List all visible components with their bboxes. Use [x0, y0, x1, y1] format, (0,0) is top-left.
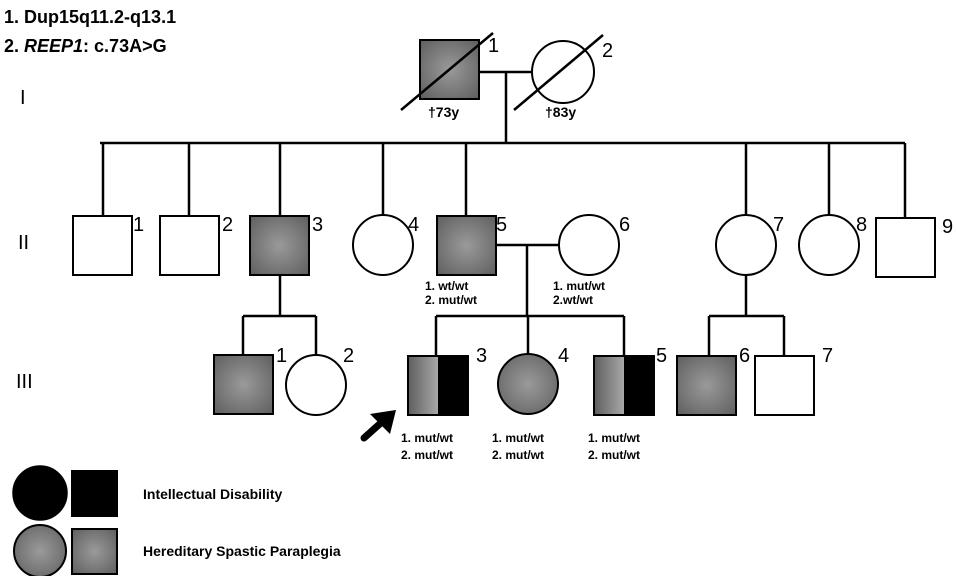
svg-text:2.wt/wt: 2.wt/wt [553, 293, 593, 307]
svg-text:2. mut/wt: 2. mut/wt [425, 293, 477, 307]
svg-text:2. mut/wt: 2. mut/wt [588, 448, 640, 462]
svg-text:2: 2 [222, 214, 233, 236]
individual-III-5: 5 1. mut/wt 2. mut/wt [588, 345, 667, 462]
svg-text:7: 7 [773, 214, 784, 236]
svg-text:2. mut/wt: 2. mut/wt [401, 448, 453, 462]
svg-text:1. mut/wt: 1. mut/wt [401, 431, 453, 445]
svg-text:7: 7 [822, 345, 833, 367]
individual-III-6: 6 [676, 345, 750, 416]
legend-hsp-circle-icon [13, 524, 67, 576]
svg-text:6: 6 [619, 214, 630, 236]
svg-text:3: 3 [312, 214, 323, 236]
svg-text:3: 3 [476, 345, 487, 367]
proband-arrow-icon [360, 410, 396, 442]
svg-text:1. mut/wt: 1. mut/wt [553, 279, 605, 293]
generation-label-III: III [16, 371, 33, 393]
svg-text:†83y: †83y [545, 104, 576, 120]
individual-I-2: 2 †83y [513, 34, 613, 120]
variant-2: 2. REEP1: c.73A>G [4, 36, 167, 56]
individual-II-7: 7 [715, 214, 784, 276]
svg-text:1: 1 [276, 345, 287, 367]
individual-II-3: 3 [249, 214, 323, 276]
svg-text:1: 1 [488, 35, 499, 57]
svg-text:1. mut/wt: 1. mut/wt [492, 431, 544, 445]
pedigree-lines [100, 70, 907, 356]
legend: Intellectual Disability Hereditary Spast… [12, 465, 341, 576]
svg-text:2: 2 [343, 345, 354, 367]
generation-label-II: II [18, 232, 29, 254]
svg-text:1: 1 [133, 214, 144, 236]
individual-II-1: 1 [72, 214, 144, 276]
svg-text:2: 2 [602, 40, 613, 62]
svg-text:†73y: †73y [428, 104, 459, 120]
generation-label-I: I [20, 87, 26, 109]
svg-text:4: 4 [558, 345, 569, 367]
svg-text:1. wt/wt: 1. wt/wt [425, 279, 468, 293]
individual-III-3: 3 1. mut/wt 2. mut/wt [401, 345, 487, 462]
svg-text:2. mut/wt: 2. mut/wt [492, 448, 544, 462]
legend-hereditary-spastic-paraplegia: Hereditary Spastic Paraplegia [143, 543, 341, 559]
svg-text:4: 4 [408, 214, 419, 236]
legend-id-square-icon [71, 470, 118, 517]
legend-hsp-square-icon [71, 528, 118, 575]
individual-III-7: 7 [754, 345, 833, 416]
svg-text:1. mut/wt: 1. mut/wt [588, 431, 640, 445]
svg-text:5: 5 [656, 345, 667, 367]
individual-II-9: 9 [875, 216, 953, 278]
individual-II-4: 4 [352, 214, 419, 276]
svg-text:5: 5 [496, 214, 507, 236]
individual-II-5: 5 1. wt/wt 2. mut/wt [425, 214, 507, 307]
svg-text:8: 8 [856, 214, 867, 236]
svg-text:9: 9 [942, 216, 953, 238]
legend-intellectual-disability: Intellectual Disability [143, 486, 282, 502]
individual-I-1: 1 †73y [400, 32, 499, 120]
svg-text:6: 6 [739, 345, 750, 367]
individual-III-1: 1 [213, 345, 287, 415]
legend-id-circle-icon [12, 465, 68, 521]
individual-II-8: 8 [798, 214, 867, 276]
individual-II-6: 6 1. mut/wt 2.wt/wt [553, 214, 630, 307]
individual-II-2: 2 [159, 214, 233, 276]
individual-III-4: 4 1. mut/wt 2. mut/wt [492, 345, 569, 462]
variant-1: 1. Dup15q11.2-q13.1 [4, 7, 176, 27]
individual-III-2: 2 [285, 345, 354, 416]
